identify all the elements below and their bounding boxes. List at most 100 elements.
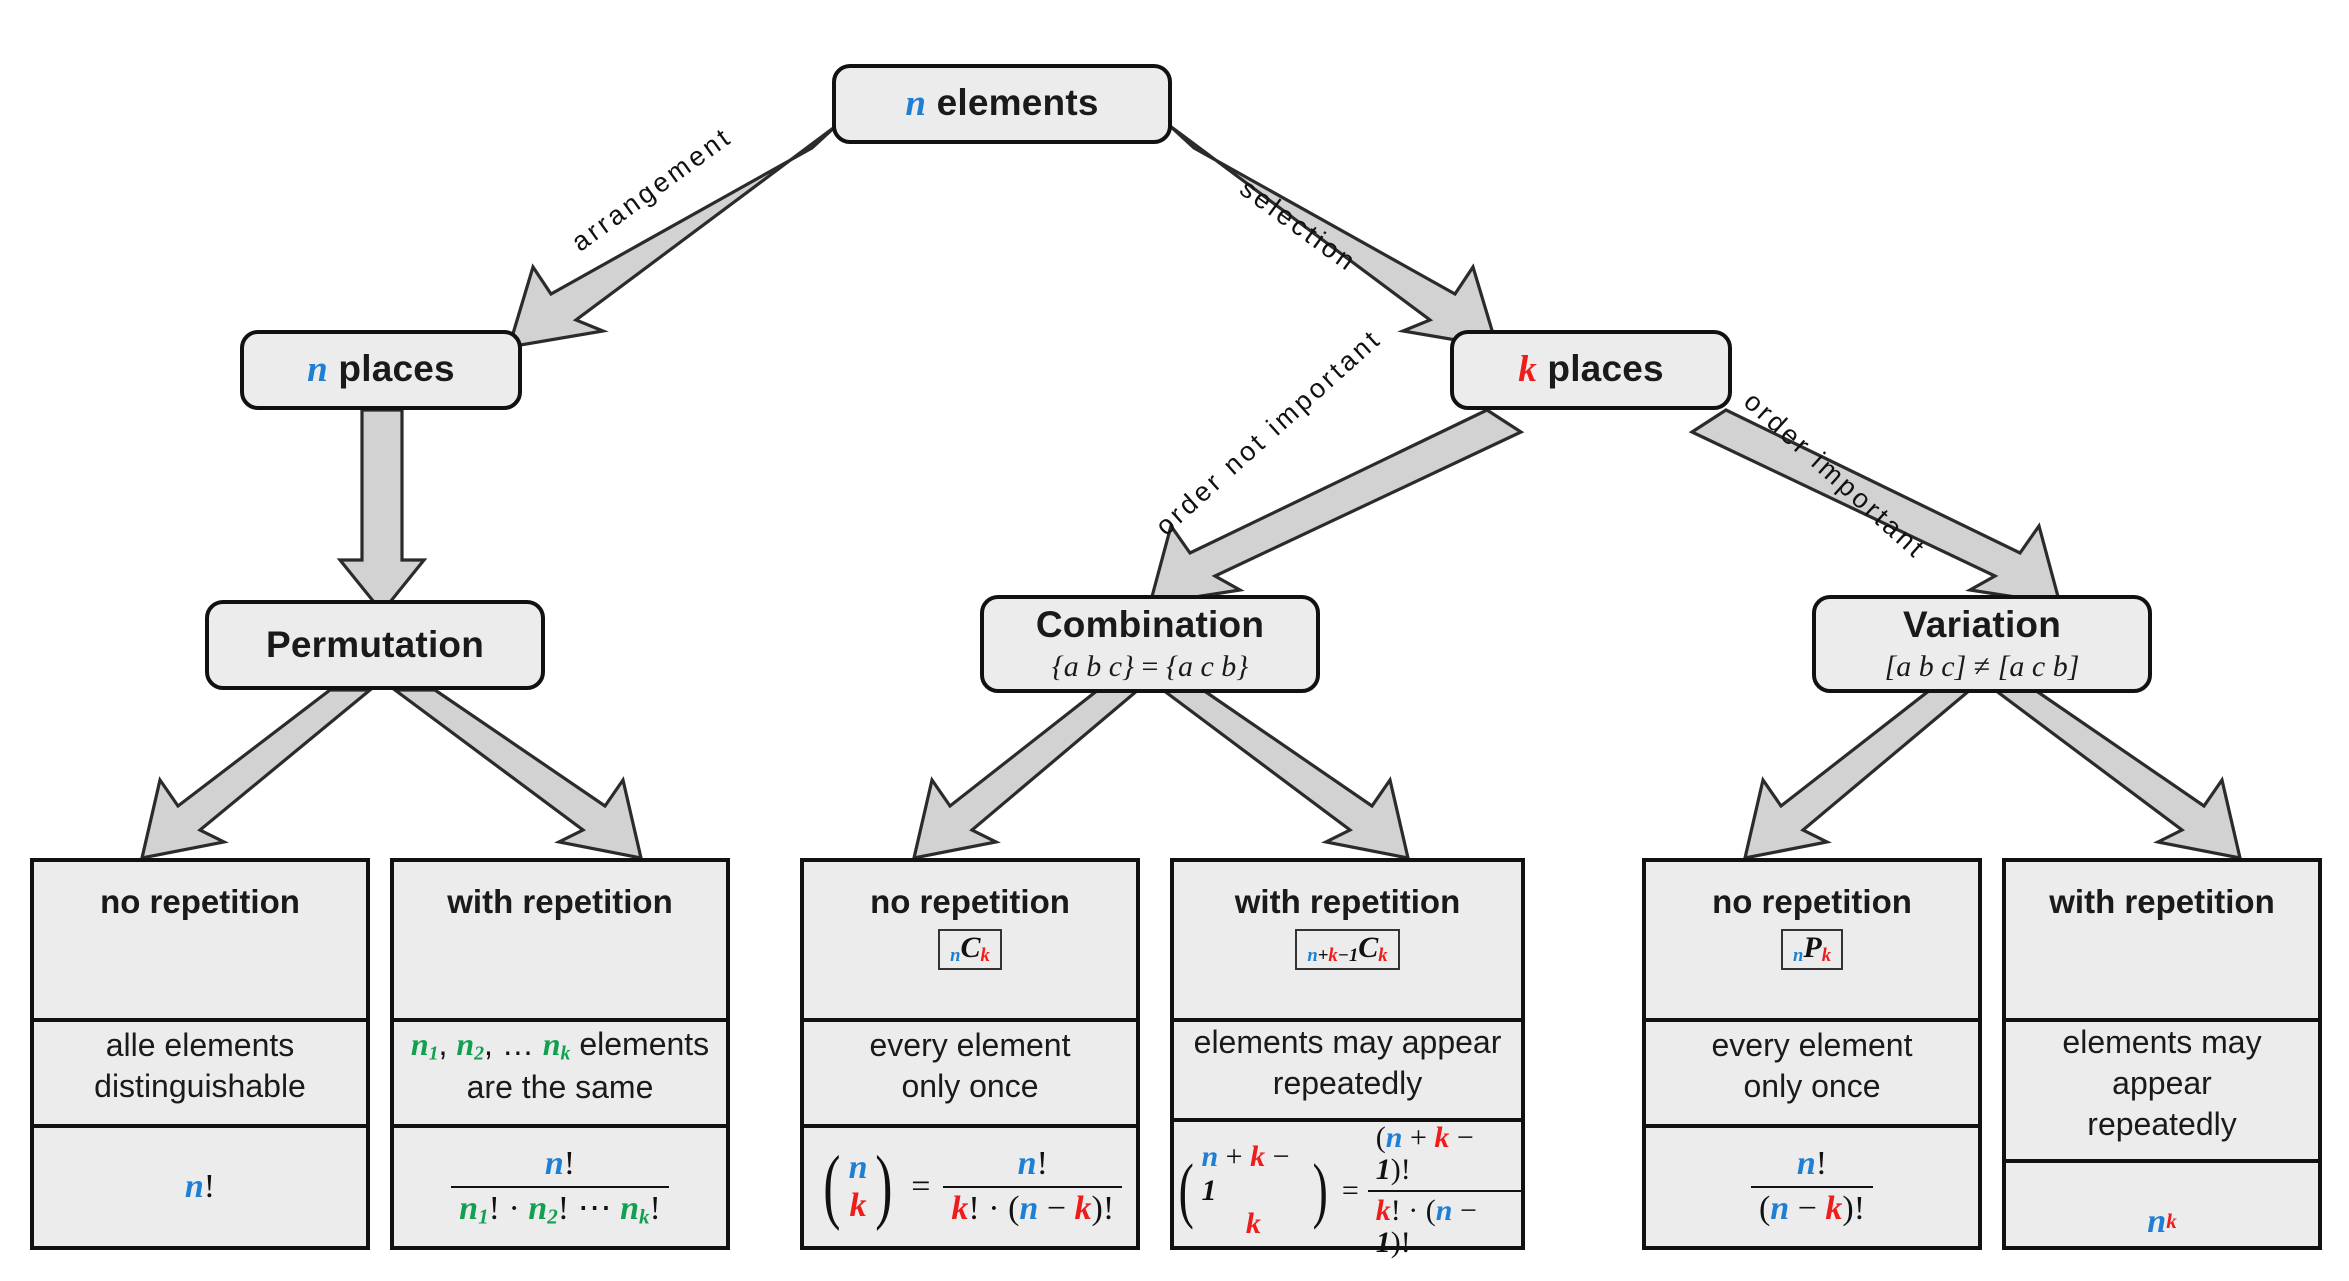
fraction: n! n1! · n2! ⋯ nk!	[451, 1144, 669, 1228]
variation-operator: ≠	[1973, 650, 1991, 684]
leaf-formula: n!	[34, 1124, 366, 1246]
badge-sub-n: n	[1793, 944, 1804, 966]
leaf-upper: with repetition	[394, 862, 726, 1022]
leaf-upper: no repetition nCk	[804, 862, 1136, 1022]
variable-n2: n2	[456, 1026, 485, 1065]
leaf-formula: n! (n − k)!	[1646, 1124, 1978, 1246]
leaf-desc-line2: repeatedly	[1272, 1064, 1423, 1101]
node-permutation[interactable]: Permutation	[205, 600, 545, 690]
leaf-head: no repetition	[100, 883, 300, 920]
leaf-desc-line2: only once	[1743, 1068, 1881, 1104]
node-n-places[interactable]: n places	[240, 330, 522, 410]
leaf-perm-no-repetition[interactable]: no repetition alle elements distinguisha…	[30, 858, 370, 1250]
leaf-upper: no repetition nPk	[1646, 862, 1978, 1022]
fraction-denominator: n1! · n2! ⋯ nk!	[451, 1185, 669, 1228]
node-variation[interactable]: Variation [a b c] ≠ [a c b]	[1812, 595, 2152, 693]
node-variation-title: Variation	[1902, 603, 2062, 645]
leaf-head: with repetition	[447, 883, 673, 920]
leaf-desc-line2: repeatedly	[2087, 1105, 2237, 1142]
arrow-permutation-to-no-repetition	[139, 688, 375, 861]
variable-nk: nk	[542, 1026, 571, 1065]
factorial-sign: !	[203, 1168, 216, 1205]
badge-sub-k: k	[1821, 944, 1831, 966]
leaf-desc-word: elements	[579, 1026, 710, 1063]
leaf-head: no repetition	[1712, 883, 1912, 920]
leaf-head: with repetition	[2049, 883, 2275, 920]
leaf-desc-line2: distinguishable	[94, 1068, 306, 1104]
fraction-numerator: n!	[1796, 1145, 1828, 1183]
variable-n: n	[2147, 1202, 2167, 1240]
leaf-description: elements may appear repeatedly	[2006, 1022, 2318, 1159]
variation-seq-right: [a c b]	[1997, 650, 2080, 684]
fraction-numerator: (n + k − 1)!	[1375, 1120, 1474, 1187]
badge-sub-n: n	[1307, 944, 1318, 966]
badge-letter-P: P	[1803, 930, 1822, 964]
node-n-elements-label: n elements	[905, 82, 1098, 126]
node-variation-subtitle: [a b c] ≠ [a c b]	[1885, 650, 2080, 684]
badge-sub-k: k	[980, 944, 990, 966]
node-n-places-text: places	[338, 348, 455, 390]
leaf-desc-line2: are the same	[466, 1068, 654, 1105]
leaf-comb-with-repetition[interactable]: with repetition n+k−1Ck elements may app…	[1170, 858, 1525, 1259]
fraction: n! (n − k)!	[1750, 1145, 1874, 1228]
node-n-elements[interactable]: n elements	[832, 64, 1172, 144]
leaf-description: every element only once	[804, 1022, 1136, 1124]
node-k-places-label: k places	[1518, 348, 1664, 392]
fraction: n! k! · (n − k)!	[943, 1145, 1123, 1227]
leaf-description: every element only once	[1646, 1022, 1978, 1124]
fraction-numerator: n!	[544, 1144, 576, 1182]
leaf-description: elements may appear repeatedly	[1174, 1022, 1521, 1118]
arrow-permutation-to-with-repetition	[390, 688, 644, 861]
arrow-combination-to-no-repetition	[911, 688, 1143, 861]
binomial-coefficient: ( n + k − 1 k )	[1178, 1140, 1329, 1241]
leaf-desc-line1: alle elements	[105, 1027, 295, 1064]
leaf-head: with repetition	[1234, 883, 1461, 920]
combination-operator: =	[1141, 650, 1159, 684]
combination-set-right: {a c b}	[1165, 650, 1249, 684]
leaf-description: n1, n2, … nk elements are the same	[394, 1022, 726, 1124]
leaf-comb-no-repetition[interactable]: no repetition nCk every element only onc…	[800, 858, 1140, 1250]
badge-sub-k2: k	[1378, 944, 1388, 966]
leaf-desc-line1: n1, n2, … nk elements	[410, 1026, 710, 1065]
notation-badge-nPk: nPk	[1781, 928, 1843, 971]
node-permutation-title: Permutation	[265, 623, 485, 665]
node-combination-subtitle: {a b c} = {a c b}	[1052, 650, 1249, 684]
badge-sub-n: n	[950, 944, 961, 966]
node-combination-title: Combination	[1035, 603, 1265, 645]
edge-label-arrangement: arrangement	[565, 120, 738, 258]
equals-sign: =	[911, 1168, 931, 1205]
variable-n1: n1	[410, 1026, 439, 1065]
leaf-upper: with repetition n+k−1Ck	[1174, 862, 1521, 1022]
leaf-upper: no repetition	[34, 862, 366, 1022]
leaf-desc-line1: elements may appear	[2062, 1024, 2262, 1101]
arrow-variation-to-with-repetition	[1990, 688, 2243, 861]
leaf-formula: ( n k ) = n! k! · (n − k)!	[804, 1124, 1136, 1246]
variable-k: k	[1518, 349, 1537, 391]
fraction: (n + k − 1)! k! · (n − 1)!	[1367, 1120, 1521, 1260]
variable-n: n	[307, 349, 328, 391]
node-combination[interactable]: Combination {a b c} = {a c b}	[980, 595, 1320, 693]
node-k-places-text: places	[1547, 348, 1664, 390]
leaf-var-no-repetition[interactable]: no repetition nPk every element only onc…	[1642, 858, 1982, 1250]
variable-n: n	[905, 83, 927, 125]
edge-label-selection: selection	[1234, 172, 1364, 278]
arrow-n-places-to-permutation	[336, 408, 428, 615]
leaf-formula: n! n1! · n2! ⋯ nk!	[394, 1124, 726, 1246]
notation-badge-nk1Ck: n+k−1Ck	[1295, 928, 1400, 971]
leaf-perm-with-repetition[interactable]: with repetition n1, n2, … nk elements ar…	[390, 858, 730, 1250]
leaf-desc-line1: every element	[869, 1027, 1071, 1064]
variable-n: n	[184, 1168, 204, 1205]
leaf-description: alle elements distinguishable	[34, 1022, 366, 1124]
fraction-numerator: n!	[1017, 1145, 1048, 1183]
leaf-upper: with repetition	[2006, 862, 2318, 1022]
leaf-formula: ( n + k − 1 k ) = (n + k − 1)! k! · (	[1174, 1117, 1521, 1260]
binomial-coefficient: ( n k )	[823, 1140, 893, 1233]
badge-sub-k: k	[1328, 944, 1338, 966]
node-k-places[interactable]: k places	[1450, 330, 1732, 410]
leaf-var-with-repetition[interactable]: with repetition elements may appear repe…	[2002, 858, 2322, 1250]
badge-sub-minus-one: −1	[1337, 944, 1359, 966]
notation-badge-nCk: nCk	[938, 928, 1002, 971]
fraction-denominator: (n − k)!	[1750, 1186, 1874, 1228]
edge-label-order-important: order important	[1738, 385, 1933, 565]
